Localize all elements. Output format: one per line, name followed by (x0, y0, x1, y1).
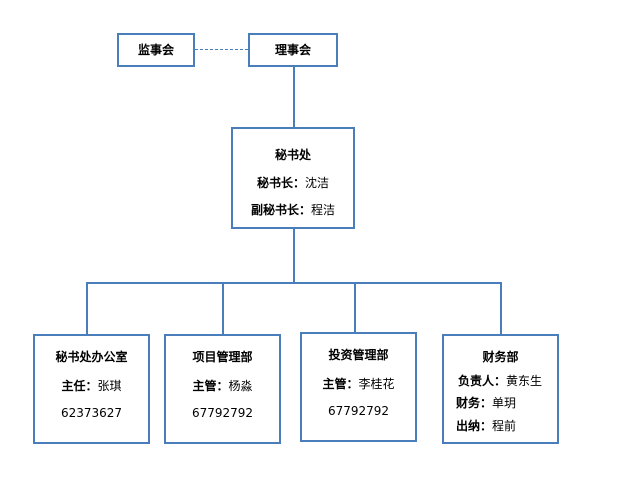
council-box: 理事会 (248, 33, 338, 67)
supervisory-board-label: 监事会 (137, 43, 174, 57)
supervision-link (195, 49, 248, 50)
secretary-general-name: 沈洁 (305, 176, 330, 190)
secretary-general-label: 秘书长： (256, 176, 305, 190)
department-line: 主管：杨淼 (166, 377, 279, 394)
department-title: 财务部 (482, 350, 519, 364)
department-box-investment: 投资管理部 主管：李桂花 67792792 (300, 332, 417, 442)
line-value: 黄东生 (506, 374, 543, 388)
secretariat-to-bus-line (293, 229, 295, 283)
line-label: 财务： (456, 396, 493, 410)
secretary-general-line: 秘书长：沈洁 (233, 174, 353, 191)
department-bus-line (86, 282, 502, 284)
line-value: 张琪 (97, 379, 122, 393)
council-label: 理事会 (274, 43, 311, 57)
line-label: 负责人： (458, 374, 507, 388)
line-value: 杨淼 (228, 379, 253, 393)
council-to-secretariat-line (293, 67, 295, 127)
dept-4-drop-line (500, 282, 502, 334)
line-label: 主任： (61, 379, 98, 393)
dept-3-drop-line (354, 282, 356, 332)
line-value: 单玥 (492, 396, 517, 410)
department-phone: 62373627 (60, 406, 123, 420)
department-box-office: 秘书处办公室 主任：张琪 62373627 (33, 334, 150, 444)
deputy-secretary-line: 副秘书长：程洁 (233, 201, 353, 218)
department-title: 秘书处办公室 (55, 350, 128, 364)
line-value: 程前 (492, 419, 517, 433)
deputy-secretary-name: 程洁 (311, 203, 336, 217)
line-label: 主管： (192, 379, 229, 393)
dept-1-drop-line (86, 282, 88, 334)
line-label: 主管： (322, 377, 359, 391)
department-line: 主任：张琪 (35, 377, 148, 394)
department-line: 出纳：程前 (456, 417, 557, 434)
supervisory-board-box: 监事会 (117, 33, 195, 67)
deputy-secretary-label: 副秘书长： (250, 203, 311, 217)
secretariat-box: 秘书处 秘书长：沈洁 副秘书长：程洁 (231, 127, 355, 229)
department-box-projects: 项目管理部 主管：杨淼 67792792 (164, 334, 281, 444)
department-phone: 67792792 (327, 404, 390, 418)
department-phone: 67792792 (191, 406, 254, 420)
line-label: 出纳： (456, 419, 493, 433)
secretariat-title: 秘书处 (274, 148, 311, 162)
department-line: 负责人：黄东生 (458, 372, 557, 389)
department-title: 项目管理部 (192, 350, 253, 364)
department-title: 投资管理部 (328, 348, 389, 362)
department-line: 财务：单玥 (456, 394, 557, 411)
department-box-finance: 财务部 负责人：黄东生 财务：单玥 出纳：程前 (442, 334, 559, 444)
line-value: 李桂花 (358, 377, 395, 391)
dept-2-drop-line (222, 282, 224, 334)
department-line: 主管：李桂花 (302, 375, 415, 392)
